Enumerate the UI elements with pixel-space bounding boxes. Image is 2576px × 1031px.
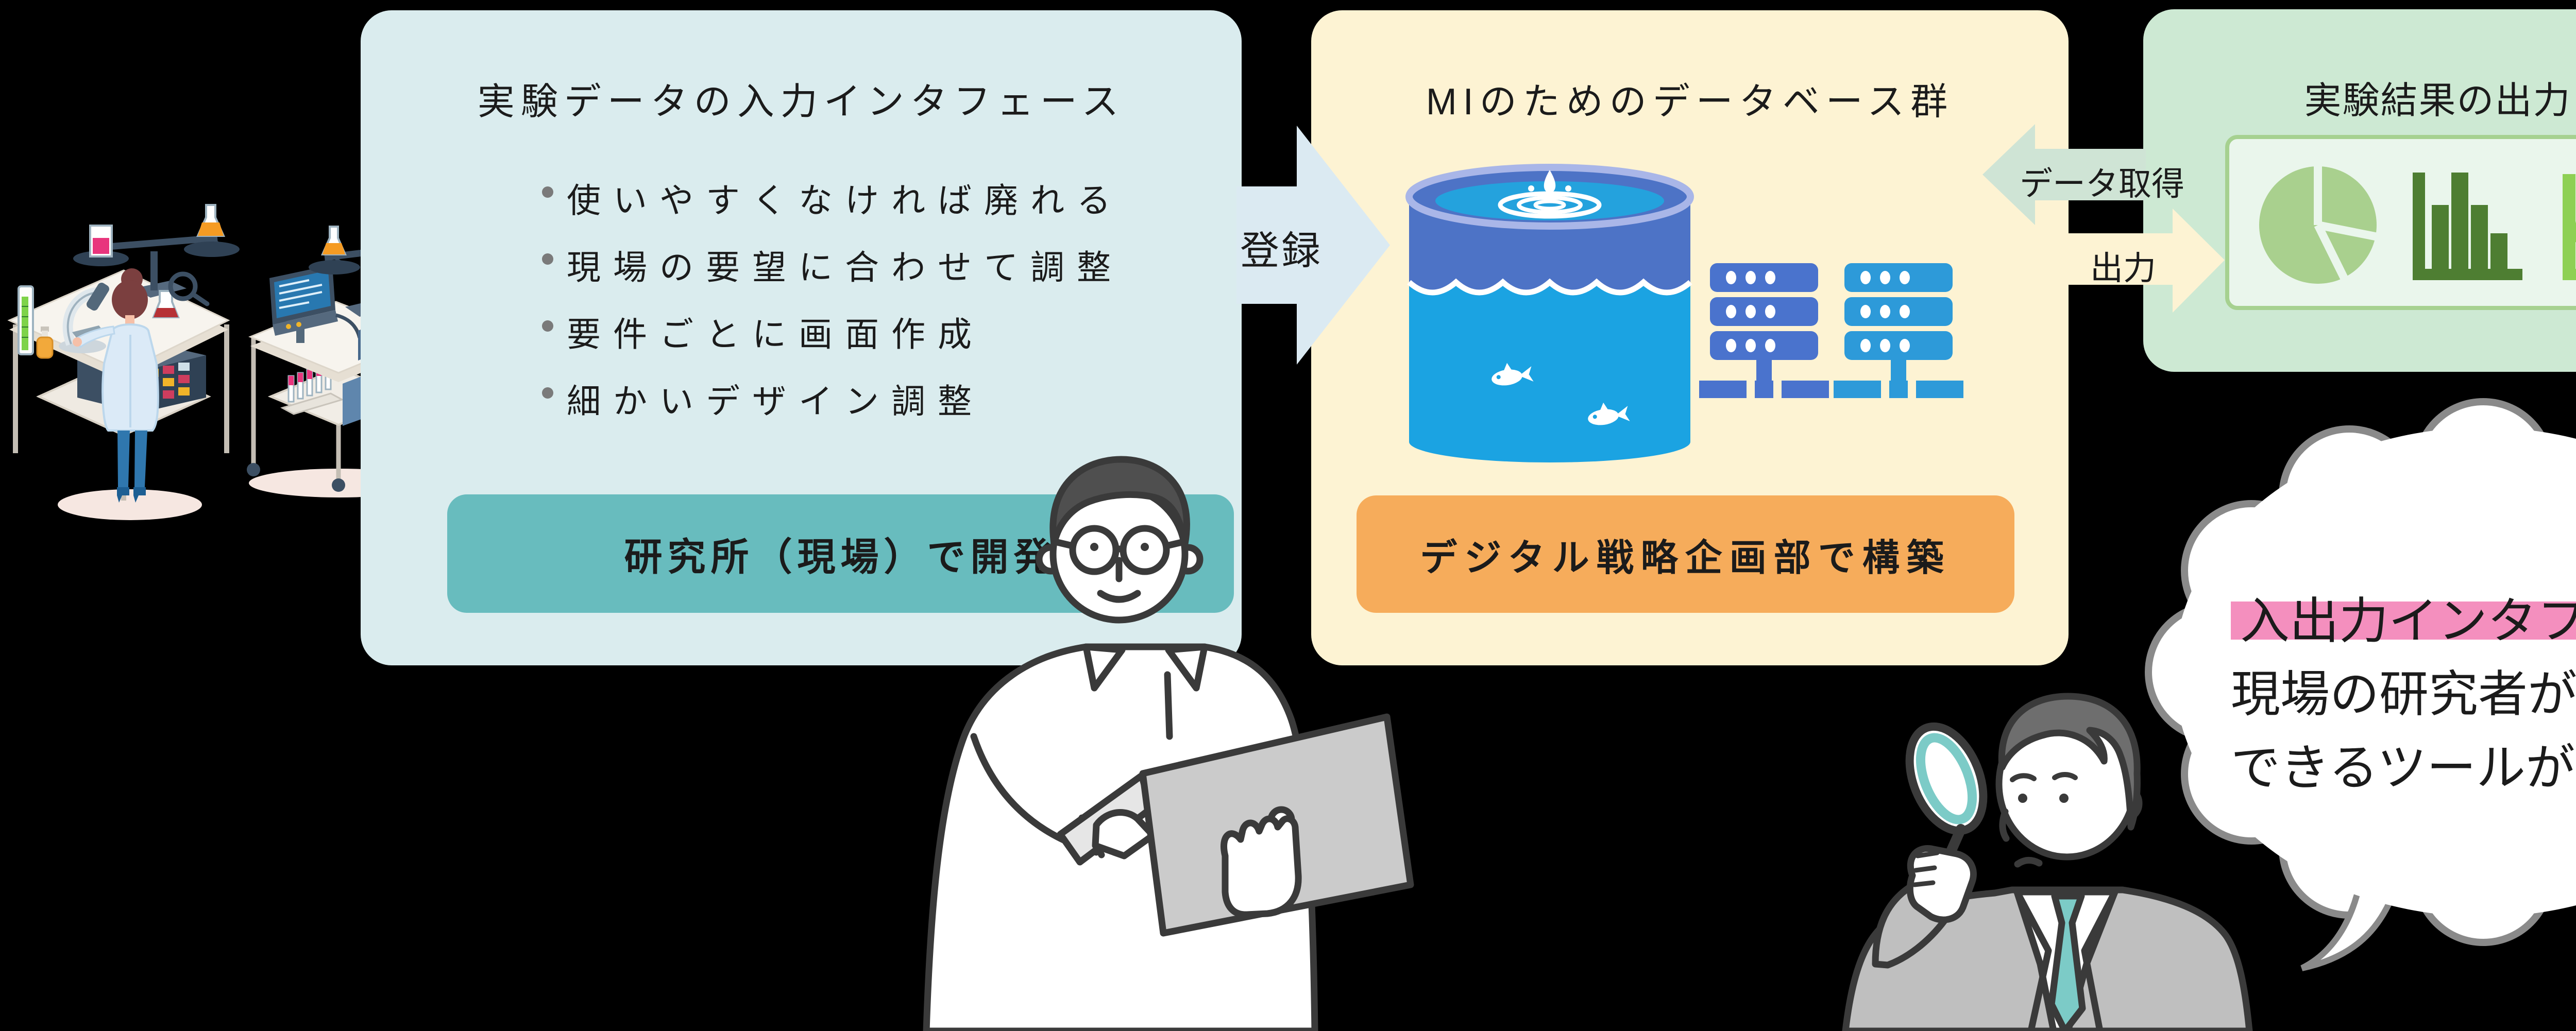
observer-illustration [1842,693,2253,1031]
hand [1906,845,1977,923]
developer-illustration [923,456,1414,1031]
floor-shadow [58,489,202,520]
graduated-cylinder [18,285,34,355]
eye [1141,543,1149,551]
beaker-pink [89,225,113,257]
hand-magnifier [168,271,210,306]
register-arrow-label: 登録 [1240,229,1323,273]
bullet-icon [542,387,553,399]
bubble-text-line: できるツールが必要だ！ [2231,741,2576,796]
holding-hand [1221,815,1302,918]
list-item: 細かいデザイン調整 [542,374,1123,441]
water-tank-icon [1405,164,1694,462]
eye [2018,794,2027,803]
water-drop-icon [1544,170,1556,194]
amber-bottle [36,327,54,359]
frown [2014,857,2043,868]
line-chart-icon [2563,174,2576,280]
list-item: 要件ごとに画面作成 [542,307,1123,374]
data-fetch-arrow-label: データ取得 [2020,165,2184,202]
thought-bubble [2145,398,2576,971]
magnifying-glass-icon [1905,722,1988,862]
pie-chart-icon [2259,164,2379,284]
output-box-title: 実験結果の出力 [2304,80,2571,122]
bubble-text-line: 入出力インタフェースを [2240,594,2576,649]
fish-icon [1588,402,1630,425]
eye [1090,543,1098,551]
bullet-icon [542,253,553,265]
data-lake-illustration [1405,164,1963,462]
list-item: 現場の要望に合わせて調整 [542,240,1123,307]
eye [2059,794,2069,803]
flask-red [152,290,180,318]
input-box-title: 実験データの入力インタフェース [477,81,1125,123]
output-arrow-label: 出力 [2090,250,2156,287]
flask-orange-2 [320,226,347,255]
built-by-digital-strategy-badge: デジタル戦略企画部で構築 [1357,495,2014,613]
hair [1998,693,2141,831]
flask-orange [196,204,226,237]
input-feature-list: 使いやすくなければ廃れる 現場の要望に合わせて調整 要件ごとに画面作成 細かいデ… [542,173,1123,441]
database-box-title: MIのためのデータベース群 [1426,81,1954,123]
bar-chart-icon [2413,173,2522,280]
bullet-icon [542,320,553,332]
bullet-icon [542,186,553,198]
bubble-text-line: 現場の研究者が直接開発 [2231,667,2576,722]
balance-scale [73,204,240,298]
chart-icons [2259,164,2576,284]
eyebrows [2010,772,2078,782]
server-rack-icon [1699,263,1963,398]
tie [2048,892,2086,1031]
fish-icon [1492,363,1534,386]
list-item: 使いやすくなければ廃れる [542,173,1123,240]
pink-highlight [2231,602,2576,640]
smile [1097,590,1141,603]
researcher-1 [73,268,159,503]
nose [1999,808,2010,842]
